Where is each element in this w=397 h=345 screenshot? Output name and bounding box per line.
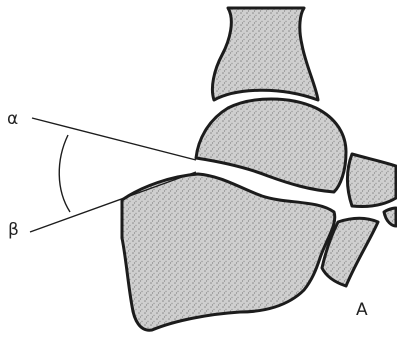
panel-label: A [356,300,368,320]
alpha-label: α [7,109,18,129]
tibia-bone [212,8,318,100]
alpha-ray [32,118,196,160]
angle-arc [59,135,70,212]
calcaneus-bone [122,174,335,330]
navicular-bone [348,154,397,207]
beta-label: β [8,220,19,240]
metatarsal-tip-bone [384,208,396,226]
